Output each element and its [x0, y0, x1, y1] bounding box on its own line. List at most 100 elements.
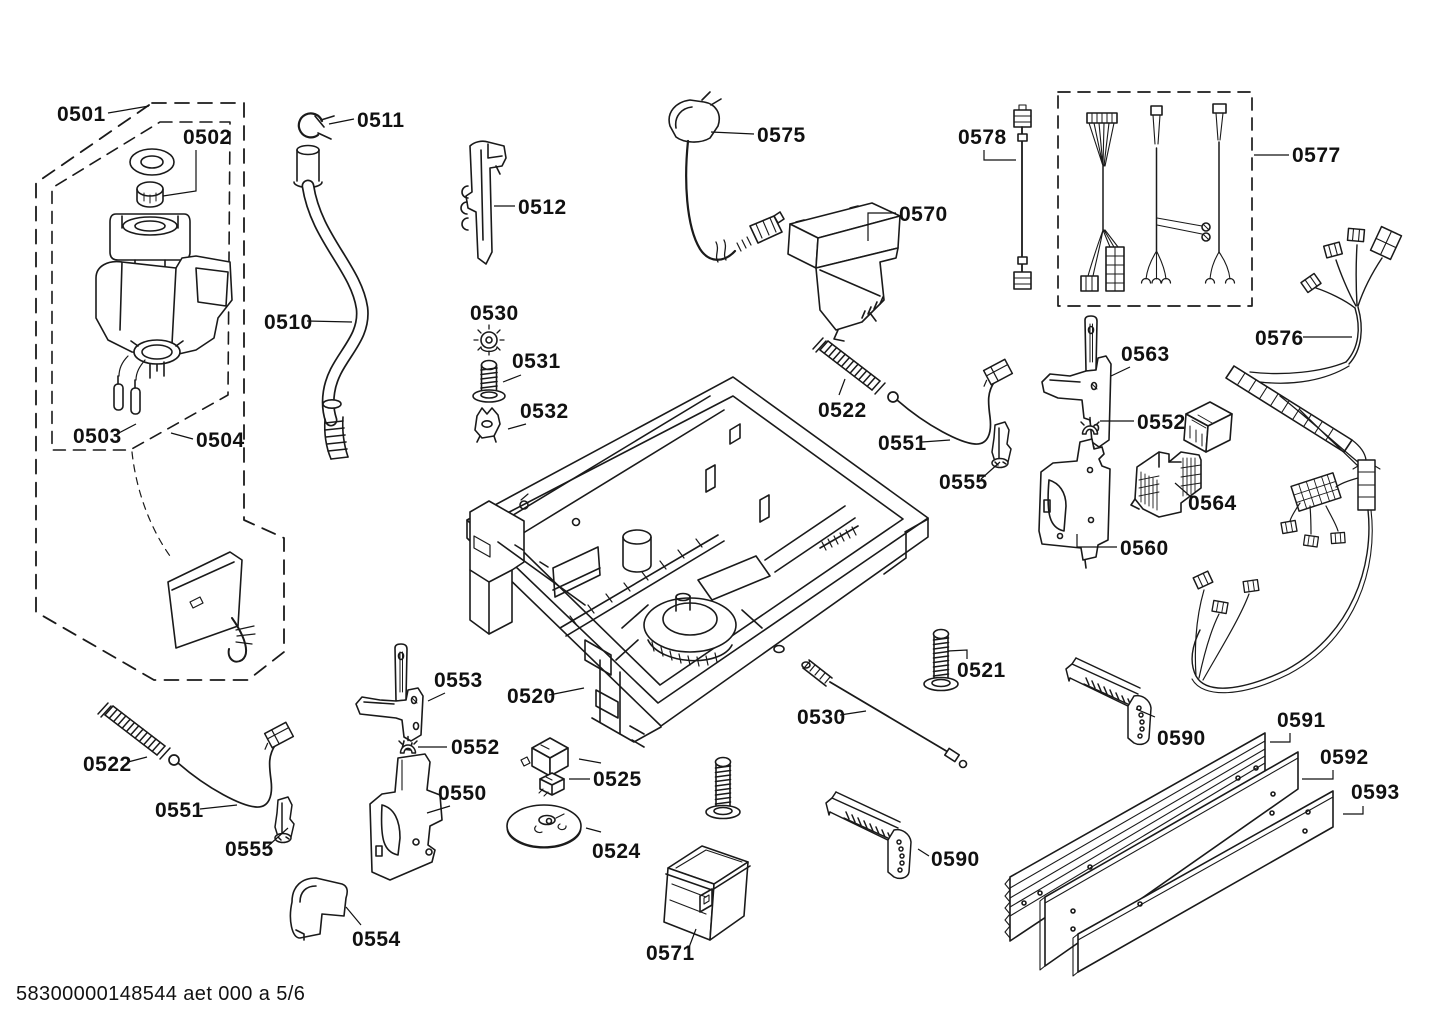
part-label-0593-39: 0593	[1351, 781, 1400, 804]
part-label-0577-13: 0577	[1292, 144, 1341, 167]
part-0521-leveling-screw-right	[923, 628, 959, 692]
leader-line-0575-10	[710, 131, 755, 135]
part-0550-mounting-plate-left	[369, 753, 443, 881]
part-label-0551-26: 0551	[155, 799, 204, 822]
part-label-0590-36: 0590	[931, 848, 980, 871]
leader-line-0525-31	[578, 758, 602, 764]
part-label-0512-6: 0512	[518, 196, 567, 219]
leader-line-0551-26	[199, 804, 238, 810]
part-label-0501-0: 0501	[57, 103, 106, 126]
part-label-0503-2: 0503	[73, 425, 122, 448]
part-0502-filter-sleeve	[136, 181, 164, 208]
part-label-0563-15: 0563	[1121, 343, 1170, 366]
part-0555-latch-left	[274, 796, 295, 844]
part-label-0551-17: 0551	[878, 432, 927, 455]
part-0590-toothed-rail-upper	[1065, 657, 1152, 746]
part-label-0524-32: 0524	[592, 840, 641, 863]
leader-line-0503-2	[114, 423, 137, 436]
part-label-0530-7: 0530	[470, 302, 519, 325]
leader-line-0592-38	[1302, 770, 1334, 780]
leader-line-0578-12	[983, 150, 1016, 161]
leader-line-0551-17	[921, 439, 951, 443]
part-label-0531-8: 0531	[512, 350, 561, 373]
part-0504-subassembly-outline	[51, 121, 231, 557]
part-label-0552-29: 0552	[451, 736, 500, 759]
leader-line-0593-39	[1343, 806, 1364, 815]
leader-line-0532-9	[507, 423, 527, 430]
part-0590-toothed-rail-lower	[825, 791, 912, 880]
leader-line-0524-32	[585, 827, 602, 833]
part-label-0504-3: 0504	[196, 429, 245, 452]
part-label-0552-18: 0552	[1137, 411, 1186, 434]
part-0563-hinge-bracket-right	[1041, 315, 1112, 457]
part-label-0576-14: 0576	[1255, 327, 1304, 350]
leader-line-0521-23	[947, 649, 968, 659]
leader-line-0502-1	[162, 150, 197, 197]
leader-line-0550-30	[426, 805, 451, 814]
leader-line-0504-3	[170, 432, 194, 440]
part-labels-layer: 0501 0502 0503 0504 0511 0510 0512 0530 0531 0532…	[57, 103, 1400, 965]
part-label-0522-25: 0522	[83, 753, 132, 776]
leader-line-0571-34	[687, 928, 697, 951]
part-label-0510-5: 0510	[264, 311, 313, 334]
part-label-0521-23: 0521	[957, 659, 1006, 682]
leader-line-0564-20	[1174, 482, 1192, 498]
part-label-0555-27: 0555	[225, 838, 274, 861]
part-0532-foot-insert	[474, 407, 501, 443]
part-0504-aquastop-module	[167, 551, 256, 663]
part-label-0554-33: 0554	[352, 928, 401, 951]
part-label-0591-37: 0591	[1277, 709, 1326, 732]
part-0575-power-cord	[668, 91, 785, 263]
part-0553-hinge-bracket-left	[355, 643, 424, 751]
part-label-0590-35: 0590	[1157, 727, 1206, 750]
leader-line-0563-15	[1110, 366, 1131, 377]
leader-line-0510-5	[306, 320, 353, 323]
leader-line-0553-28	[427, 692, 446, 702]
part-0578-link-cable	[1013, 104, 1032, 290]
leader-line-0501-0	[107, 105, 150, 114]
part-label-0575-10: 0575	[757, 124, 806, 147]
part-label-0578-12: 0578	[958, 126, 1007, 149]
part-0555-latch-right	[991, 421, 1012, 469]
part-0571-float-switch-box	[663, 845, 751, 941]
part-0501-inlet-valve	[95, 213, 233, 379]
part-label-0525-31: 0525	[593, 768, 642, 791]
part-0551-door-cable-left	[168, 721, 295, 808]
leader-line-0570-11	[867, 212, 896, 241]
part-0577-harness-kit	[1057, 91, 1253, 307]
leader-line-0590-35	[1135, 708, 1156, 718]
part-label-0522-16: 0522	[818, 399, 867, 422]
part-0511-hose-clamp	[297, 112, 335, 140]
part-0570-control-module	[787, 202, 901, 342]
leader-line-0522-25	[127, 756, 148, 763]
part-label-0530-24: 0530	[797, 706, 846, 729]
part-label-0511-4: 0511	[357, 109, 405, 132]
part-label-0532-9: 0532	[520, 400, 569, 423]
part-label-0570-11: 0570	[899, 203, 948, 226]
part-label-0550-30: 0550	[438, 782, 487, 805]
part-0520-base-assembly	[466, 376, 929, 748]
leader-line-0590-36	[917, 848, 930, 857]
leader-line-0531-8	[502, 374, 522, 383]
part-0522-spring-right	[812, 337, 886, 395]
part-label-0555-19: 0555	[939, 471, 988, 494]
part-0521-leveling-screw-front	[705, 756, 741, 820]
part-label-0502-1: 0502	[183, 126, 232, 149]
part-0554-corner-bracket	[289, 877, 348, 941]
leader-line-0522-16	[838, 378, 846, 396]
leader-line-0520-22	[548, 687, 585, 696]
part-0592-kick-panel	[1039, 751, 1299, 971]
leader-line-0530-24	[839, 710, 867, 716]
leader-line-0555-19	[980, 461, 1001, 480]
part-label-0571-34: 0571	[646, 942, 695, 965]
part-0593-kick-panel-outer	[1072, 790, 1334, 977]
part-0560-mounting-plate	[1038, 438, 1111, 569]
part-0564-connector-holder	[1130, 451, 1202, 518]
part-0510-inlet-hose	[293, 144, 369, 460]
leader-line-0554-33	[345, 906, 362, 926]
part-0530-bowden-cable	[801, 659, 968, 769]
leader-line-0555-27	[266, 827, 289, 848]
part-0531-height-screw	[472, 359, 506, 403]
part-0503-terminals	[113, 355, 146, 415]
